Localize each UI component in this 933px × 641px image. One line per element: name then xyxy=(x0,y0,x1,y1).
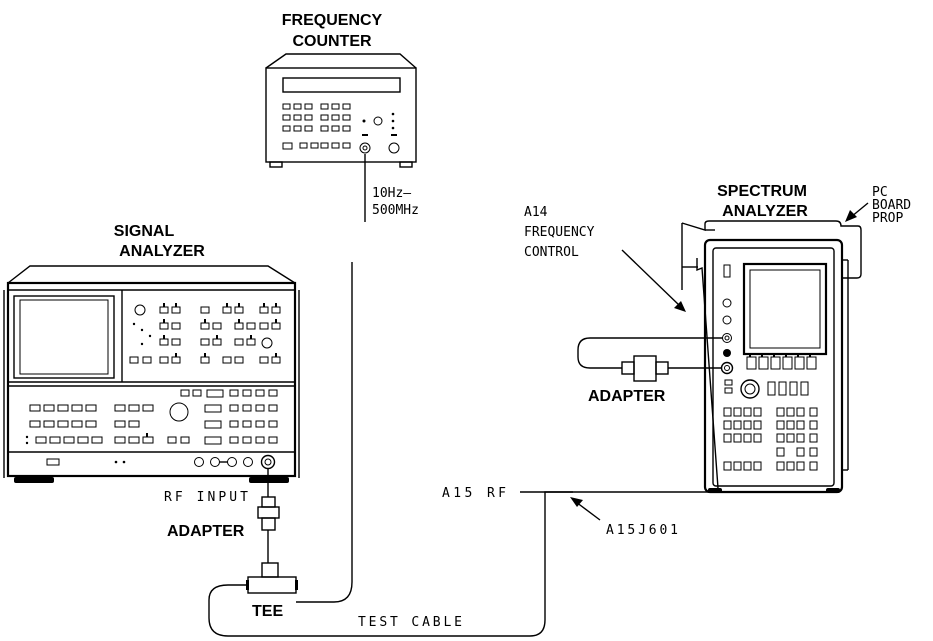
frequency-counter-title-line1: FREQUENCY xyxy=(282,12,383,29)
spectrum-analyzer-icon xyxy=(681,220,862,494)
a15-rf-label: A15 RF xyxy=(442,486,506,501)
signal-analyzer-title-line1: SIGNAL xyxy=(114,223,175,240)
test-cable xyxy=(208,491,718,637)
pc-board-label-line1: PC xyxy=(872,185,888,200)
a14-label-line2: FREQUENCY xyxy=(524,225,595,240)
adapter-right-label: ADAPTER xyxy=(588,388,666,405)
pc-board-label-line3: PROP xyxy=(872,211,903,226)
tee-label: TEE xyxy=(252,603,283,620)
spectrum-analyzer-title: SPECTRUM ANALYZER xyxy=(717,183,808,220)
spectrum-analyzer-title-line2: ANALYZER xyxy=(722,203,808,220)
pointer-arrow-icon xyxy=(845,202,869,222)
signal-analyzer-title: SIGNAL ANALYZER xyxy=(114,223,205,260)
a15j601-label: A15J601 xyxy=(606,523,678,538)
adapter-icon xyxy=(257,469,280,563)
frequency-counter-title: FREQUENCY COUNTER xyxy=(282,12,383,50)
counter-input-label-line2: 500MHz xyxy=(372,203,419,218)
pointer-arrow-icon xyxy=(621,249,686,312)
a14-label-line1: A14 xyxy=(524,205,548,220)
tee-connector-icon xyxy=(246,562,298,594)
rf-input-label: RF INPUT xyxy=(164,490,248,505)
adapter-left-label: ADAPTER xyxy=(167,523,245,540)
a14-label-line3: CONTROL xyxy=(524,245,579,260)
frequency-counter-title-line2: COUNTER xyxy=(292,33,372,50)
signal-analyzer-icon xyxy=(3,265,300,483)
counter-cable xyxy=(296,154,366,603)
pc-board-label-line2: BOARD xyxy=(872,198,911,213)
signal-analyzer-title-line2: ANALYZER xyxy=(119,243,205,260)
adapter-icon xyxy=(577,337,723,382)
test-cable-label: TEST CABLE xyxy=(358,615,462,630)
spectrum-analyzer-title-line1: SPECTRUM xyxy=(717,183,807,200)
pointer-arrow-icon xyxy=(570,497,601,521)
counter-input-label-line1: 10Hz– xyxy=(372,186,411,201)
frequency-counter-icon xyxy=(265,53,417,168)
